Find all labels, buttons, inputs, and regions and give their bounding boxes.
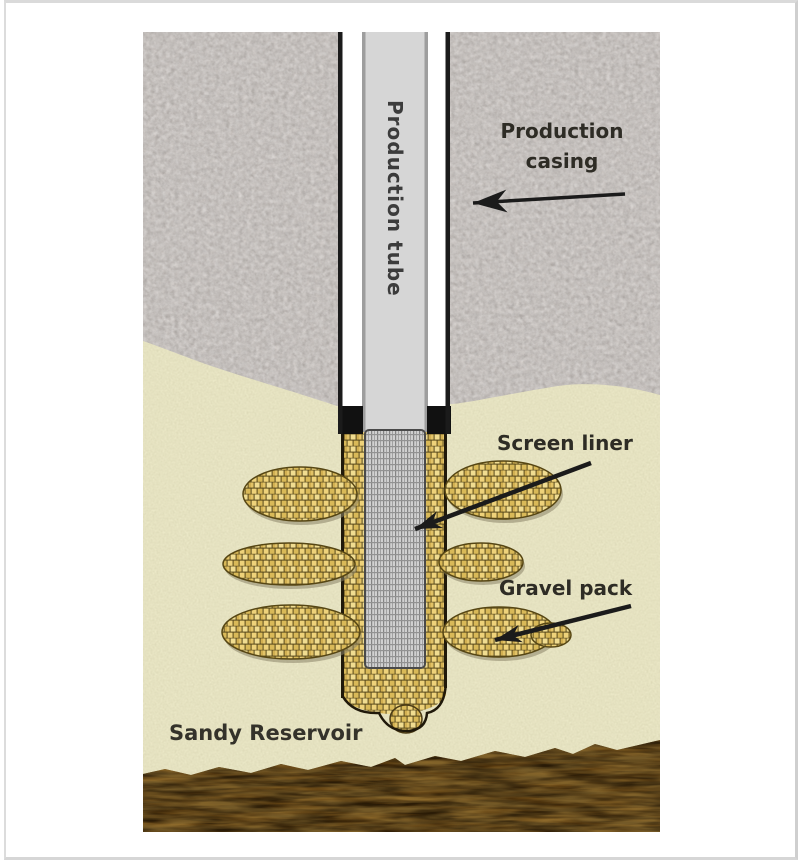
sandy-reservoir-label: Sandy Reservoir xyxy=(169,721,363,745)
gravel-lobe xyxy=(242,466,359,525)
screen-liner-label: Screen liner xyxy=(497,431,633,455)
screen-liner-arrow-icon xyxy=(414,460,592,532)
well-diagram-graphic xyxy=(143,32,660,832)
gravel-pack-arrow-icon xyxy=(494,603,632,643)
gravel-pack-label: Gravel pack xyxy=(499,576,633,600)
production-casing xyxy=(338,32,450,434)
gravel-lobe xyxy=(438,542,525,585)
production-casing-arrow-icon xyxy=(472,189,626,213)
gravel-lobe xyxy=(222,542,357,589)
production-tube-label: Production tube xyxy=(383,100,407,297)
screen-liner xyxy=(364,429,426,669)
production-tube xyxy=(362,32,428,432)
production-casing-label: Production casing xyxy=(500,119,624,173)
well-completion-diagram xyxy=(143,32,660,832)
gravel-lobe xyxy=(221,604,362,663)
gravel-lobe xyxy=(444,460,563,523)
annotation-arrows xyxy=(414,189,632,643)
